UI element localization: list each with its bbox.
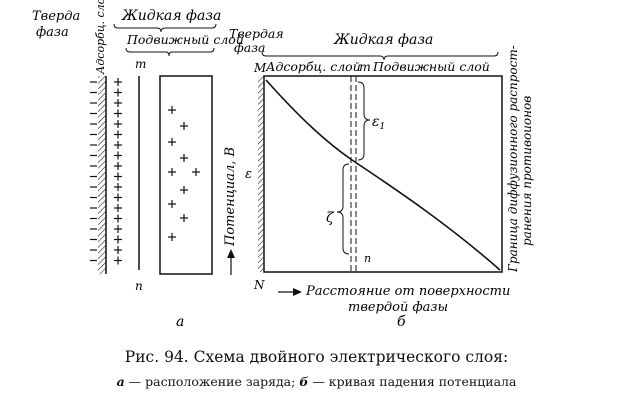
left-liquid-phase: Жидкая фаза — [121, 8, 221, 24]
panel-b-letter: б — [397, 314, 406, 330]
caption-b-text: — кривая падения потенциала — [308, 374, 517, 389]
figure-caption-title: Рис. 94. Схема двойного электрического с… — [124, 348, 509, 366]
right-liquid-phase: Жидкая фаза — [333, 32, 433, 48]
left-mobile-layer: Подвижный слой — [126, 32, 244, 47]
right-zeta: ζ — [326, 210, 335, 226]
left-solid-phase-line1: Тверда — [32, 9, 80, 24]
right-solid-phase-line1: Твердая — [229, 26, 284, 41]
left-adsorbed-positive-charges — [114, 78, 122, 265]
left-diffuse-positive-charges — [168, 106, 200, 241]
left-adsorption-layer: Адсорбц. слой — [94, 0, 107, 75]
left-solid-phase-line2: фаза — [36, 25, 69, 40]
left-mobile-bracket — [125, 47, 215, 57]
left-mobile-box — [159, 75, 213, 275]
panel-a: Тверда фаза Жидкая фаза Адсорбц. слой По… — [32, 0, 244, 330]
right-mobile-layer: Подвижный слой — [372, 59, 490, 74]
right-label-n: n — [364, 252, 371, 265]
potential-curve — [265, 79, 501, 271]
right-label-m: m — [359, 59, 371, 74]
right-adsorption-layer: Адсорбц. слой — [265, 59, 361, 74]
left-label-m: m — [135, 57, 146, 71]
caption-a-text: — расположение заряда; — [124, 374, 300, 389]
y-axis-label: Потенциал, В — [223, 147, 238, 247]
right-point-N: N — [253, 278, 265, 292]
boundary-label-line1: Граница диффузионного распрост- — [506, 45, 520, 273]
y-axis-arrow-head — [227, 249, 235, 258]
panel-b: Твердая фаза Жидкая фаза M Адсорбц. слой… — [223, 26, 534, 330]
right-solid-phase-line2: фаза — [234, 40, 266, 55]
zeta-brace — [336, 163, 350, 255]
right-epsilon1: ε1 — [372, 114, 385, 132]
right-solid-wall — [258, 76, 264, 272]
right-epsilon: ε — [245, 167, 252, 182]
left-negative-charges — [90, 81, 97, 262]
x-axis-label-line1: Расстояние от поверхности — [305, 284, 510, 299]
x-axis-label-line2: твердой фазы — [348, 300, 448, 315]
x-axis-arrow-head — [293, 288, 302, 296]
left-label-n: n — [135, 279, 143, 293]
epsilon1-brace — [357, 81, 371, 161]
right-liquid-bracket — [261, 51, 499, 61]
left-liquid-bracket — [113, 23, 217, 33]
left-solid-wall — [98, 76, 106, 274]
caption-b-letter: б — [299, 374, 309, 389]
boundary-label-line2: ранения противоионов — [520, 96, 534, 246]
right-point-M: M — [253, 61, 267, 75]
figure-caption-legend: а — расположение заряда; б — кривая паде… — [0, 374, 633, 389]
panel-a-letter: а — [176, 314, 184, 330]
caption-a-letter: а — [116, 374, 125, 389]
